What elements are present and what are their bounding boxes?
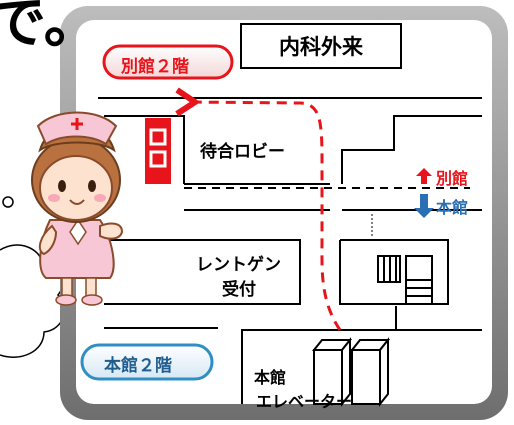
floor-annex-pill [102, 44, 234, 80]
elevator-label-line2: エレベーター [256, 392, 353, 411]
store-sign-mark-top [149, 128, 167, 146]
floor-main-label: 本館２階 [104, 356, 172, 376]
xray-label-line1: レントゲン [196, 255, 281, 275]
stairs-icon [377, 255, 433, 305]
xray-label-line2: 受付 [222, 280, 256, 300]
floor-annex-label: 別館２階 [121, 57, 189, 77]
waiting-lobby-label: 待合ロビー [200, 142, 285, 162]
floor-main-pill [80, 343, 214, 381]
direction-annex-label: 別館 [436, 169, 469, 188]
page-title: 内科外来 [240, 23, 402, 69]
top-text-fragment: で。 [0, 0, 100, 56]
down-arrow-icon [414, 194, 434, 218]
route-arrow [175, 87, 342, 331]
direction-main-label: 本館 [436, 198, 469, 217]
elevator-icon [311, 337, 391, 407]
thought-dot [2, 196, 14, 208]
elevator-label-line1: 本館 [254, 368, 287, 387]
up-arrow-icon [416, 168, 432, 184]
walls [98, 97, 482, 404]
nurse-illustration [31, 111, 124, 306]
store-sign-mark-bottom [149, 150, 167, 168]
